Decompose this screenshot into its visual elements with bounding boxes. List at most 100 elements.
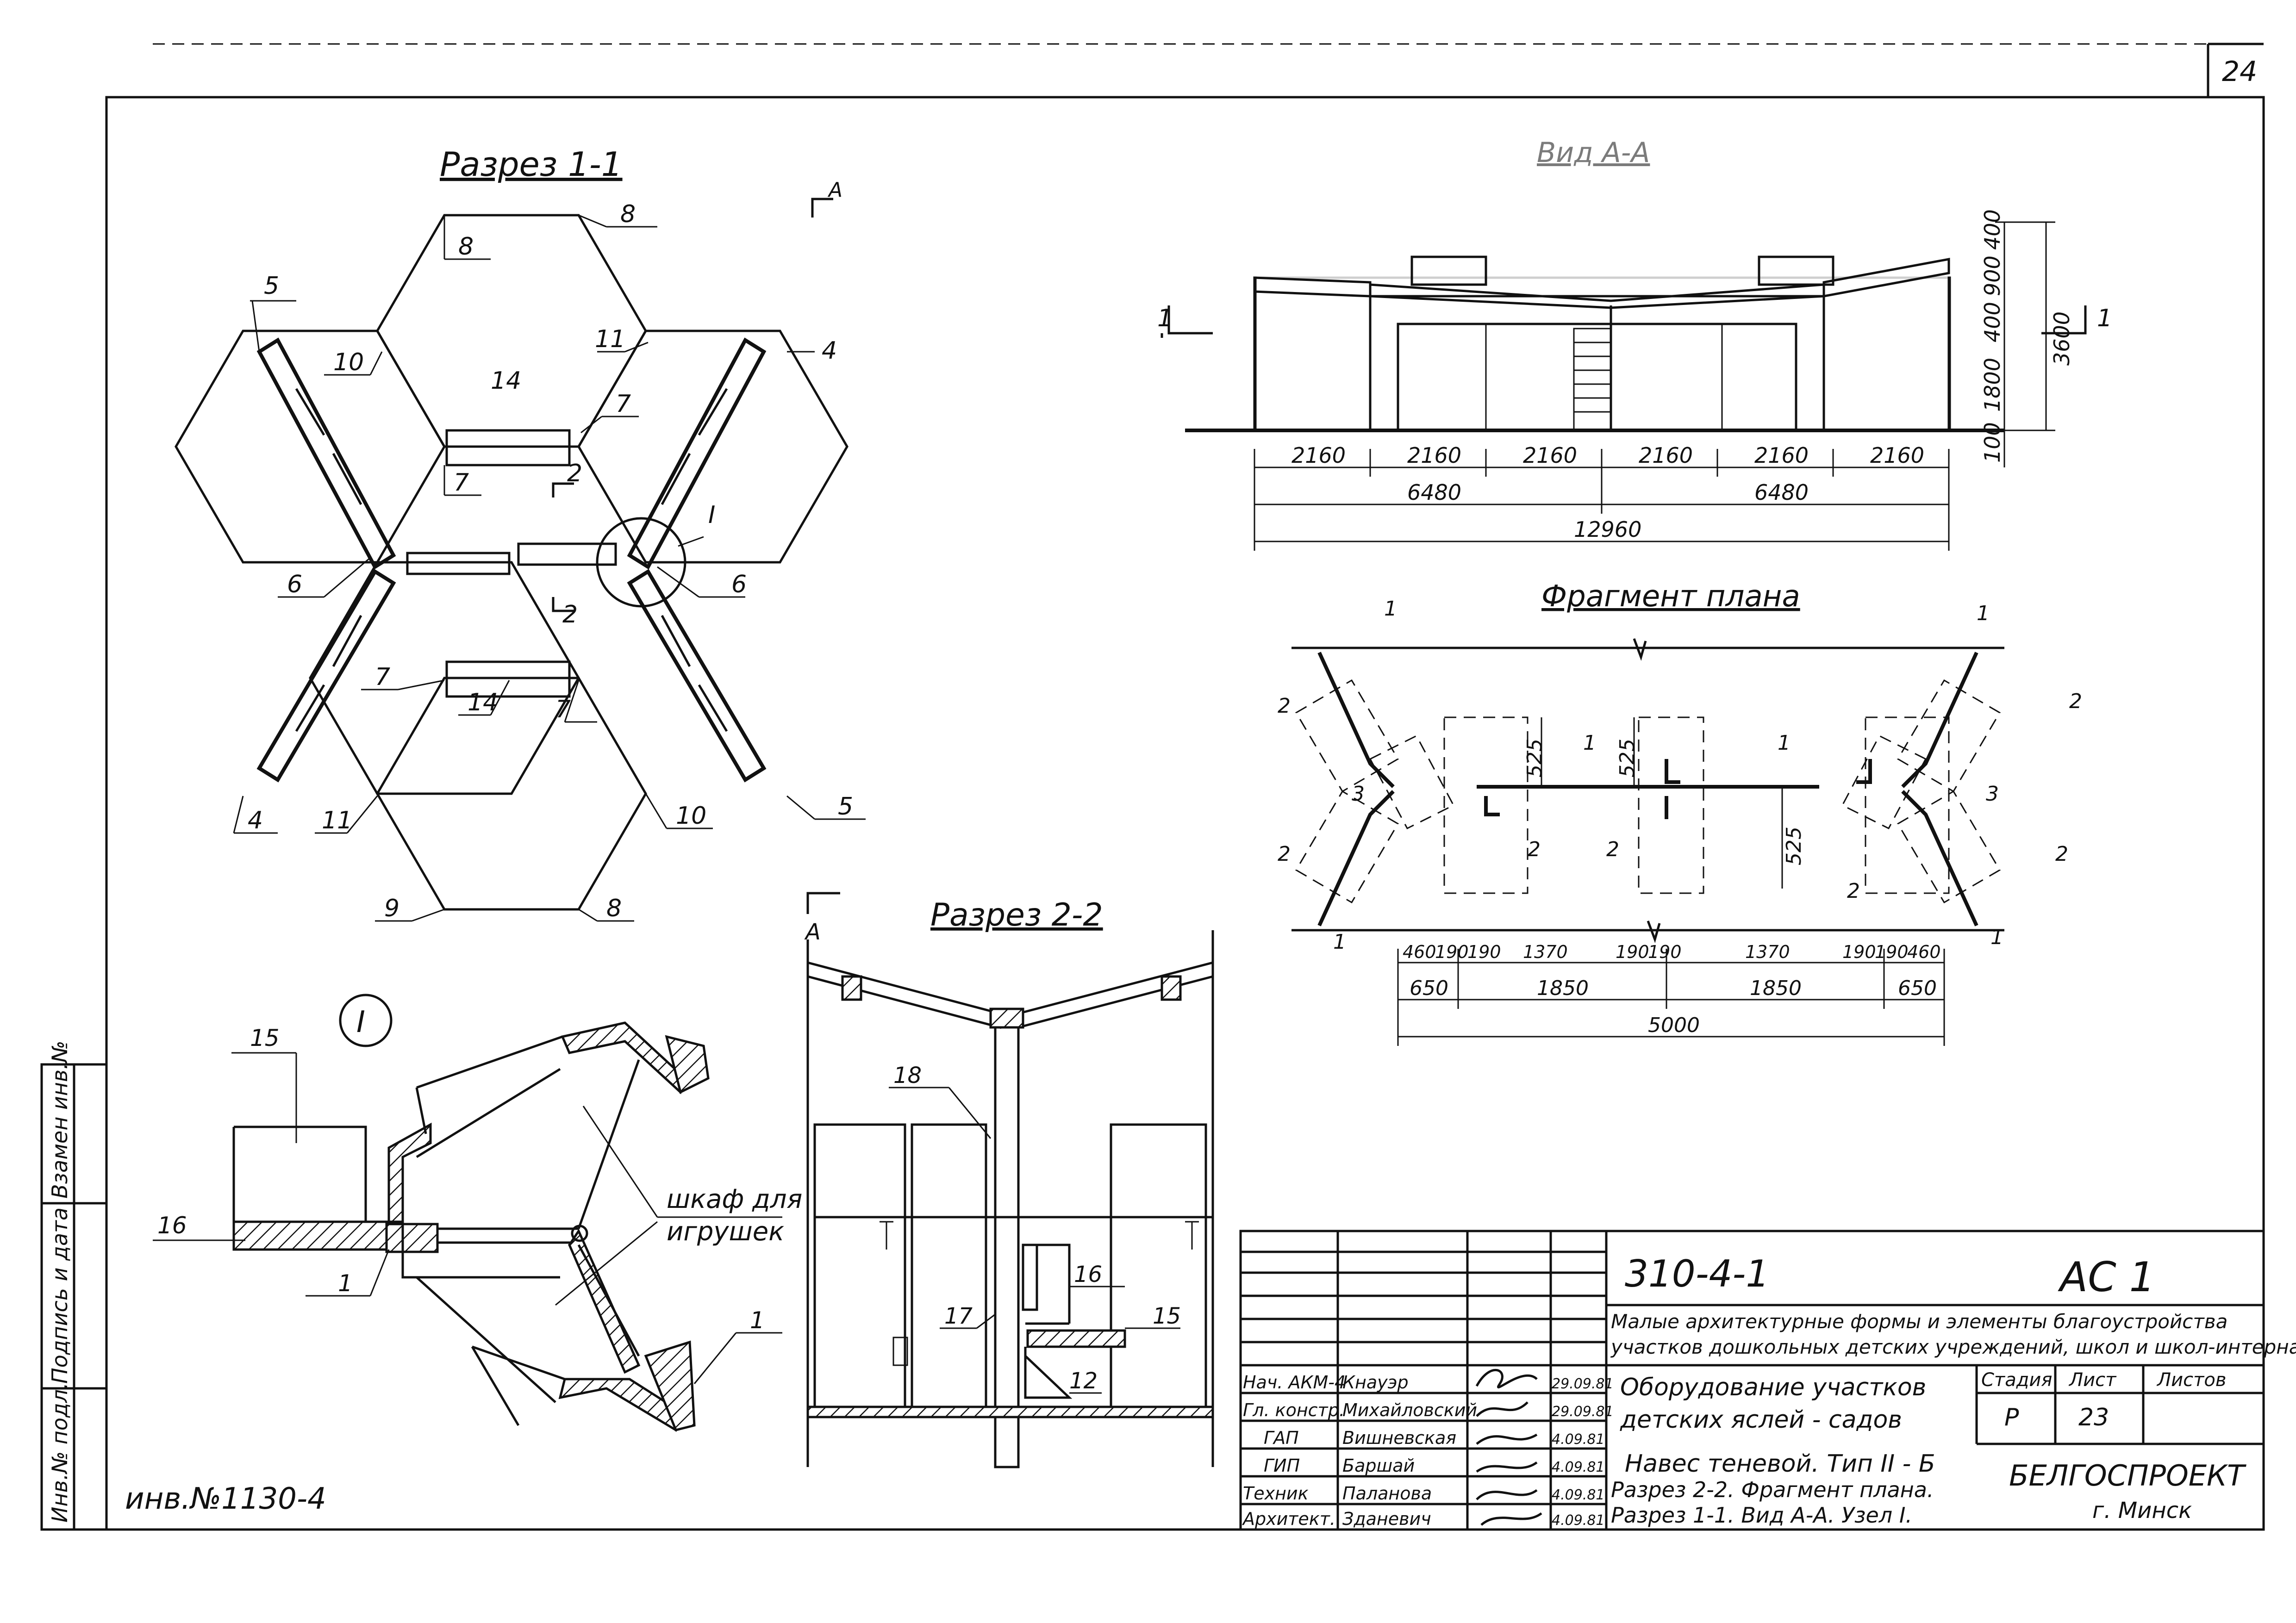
plan-label-1a: 1 <box>1384 597 1397 621</box>
plan-label-1c: 1 <box>1583 731 1596 755</box>
s11-label-2b: 2 <box>562 601 578 628</box>
view-aa-vdim-400b: 400 <box>1980 209 2005 250</box>
plan-label-2b: 2 <box>2069 690 2082 713</box>
tb-date-2: 4.09.81 <box>1552 1431 1605 1448</box>
s22-label-17: 17 <box>944 1303 973 1329</box>
s11-label-10b: 10 <box>676 802 706 830</box>
view-aa-mark-left: 1 <box>1157 305 1173 332</box>
tb-role-0: Нач. АКМ-4 <box>1243 1372 1346 1393</box>
plan-label-3b: 3 <box>1986 782 1999 806</box>
s11-label-node-I: I <box>708 501 715 529</box>
s11-label-7d: 7 <box>555 696 571 723</box>
plan-label-2a: 2 <box>1278 694 1291 718</box>
plan-label-1d: 1 <box>1778 731 1791 755</box>
side-label-sign: Подпись и дата <box>47 1207 72 1384</box>
s11-label-8a: 8 <box>458 233 474 261</box>
plan-dim-r1-1: 190 <box>1435 942 1469 962</box>
page-number: 24 <box>2222 56 2257 88</box>
section-1-1-title: Разрез 1-1 <box>440 145 623 184</box>
view-aa-mark-right: 1 <box>2097 305 2112 332</box>
view-aa-vdim-100: 100 <box>1980 422 2005 463</box>
section-2-2-view-mark: А <box>804 919 821 945</box>
view-aa-dim-mid-2: 6480 <box>1754 480 1809 505</box>
tb-city: г. Минск <box>2092 1498 2192 1524</box>
view-aa-dim-5: 2160 <box>1754 443 1809 468</box>
s11-label-7c: 7 <box>375 663 390 691</box>
signatures <box>1475 1369 1542 1526</box>
s22-label-15: 15 <box>1153 1303 1181 1329</box>
tb-series-line1: Малые архитектурные формы и элементы бла… <box>1611 1310 2227 1333</box>
plan-dim-r1-9: 460 <box>1907 942 1941 962</box>
s11-label-8b: 8 <box>620 200 636 228</box>
tb-stage-header: Стадия <box>1981 1369 2052 1391</box>
tb-series-line2: участков дошкольных детских учреждений, … <box>1610 1336 2296 1358</box>
tb-role-3: ГИП <box>1264 1455 1300 1476</box>
s11-label-14a: 14 <box>491 367 521 395</box>
view-aa-title: Вид А-А <box>1537 137 1650 169</box>
plan-dim-r1-7: 190 <box>1842 942 1876 962</box>
tb-code: 310-4-1 <box>1625 1252 1769 1295</box>
tb-mark: АС 1 <box>2058 1253 2155 1301</box>
view-aa-dim-mid-1: 6480 <box>1407 480 1461 505</box>
view-aa-vdim-1800: 1800 <box>1980 358 2005 412</box>
view-aa-dim-2: 2160 <box>1407 443 1461 468</box>
view-aa-dim-total: 12960 <box>1574 517 1641 542</box>
plan-dim-525b: 525 <box>1616 739 1639 777</box>
tb-object-line2: детских яслей - садов <box>1620 1406 1902 1434</box>
plan-dim-r2-2: 1850 <box>1750 976 1802 1000</box>
view-aa-dim-1: 2160 <box>1292 443 1346 468</box>
tb-name-3: Баршай <box>1342 1455 1415 1476</box>
tb-date-5: 4.09.81 <box>1552 1512 1605 1529</box>
tb-date-1: 29.09.81 <box>1552 1404 1614 1420</box>
section-2-2: А Разрез 2-2 <box>804 892 1214 1468</box>
tb-role-2: ГАП <box>1264 1428 1299 1448</box>
s22-label-12: 12 <box>1069 1368 1098 1394</box>
node-1-label-15: 15 <box>250 1025 280 1051</box>
plan-dim-r1-8: 190 <box>1875 942 1909 962</box>
plan-dim-r1-3: 1370 <box>1523 942 1568 962</box>
tb-sheet-line1: Навес теневой. Тип II - Б <box>1625 1450 1935 1478</box>
tb-name-4: Паланова <box>1342 1483 1432 1504</box>
plan-dim-r1-2: 190 <box>1467 942 1501 962</box>
section-1-1: Разрез 1-1 А <box>175 145 866 922</box>
view-aa-vdim-3600: 3600 <box>2049 311 2074 366</box>
plan-dim-r1-5: 190 <box>1648 942 1682 962</box>
view-aa-dim-3: 2160 <box>1523 443 1577 468</box>
view-aa-dim-6: 2160 <box>1870 443 1924 468</box>
s11-label-2a: 2 <box>567 460 582 487</box>
tb-date-0: 29.09.81 <box>1552 1376 1614 1392</box>
tb-name-5: Зданевич <box>1342 1509 1431 1529</box>
plan-dim-r2-3: 650 <box>1898 976 1937 1000</box>
plan-fragment-title: Фрагмент плана <box>1541 579 1800 614</box>
node-1-note-line1: шкаф для <box>667 1184 802 1214</box>
tb-date-4: 4.09.81 <box>1552 1487 1605 1503</box>
s11-label-6a: 6 <box>287 571 302 598</box>
s22-label-18: 18 <box>893 1063 922 1088</box>
node-1-label-1a: 1 <box>338 1270 353 1297</box>
plan-label-2c: 2 <box>1278 842 1291 866</box>
plan-dim-r1-6: 1370 <box>1745 942 1790 962</box>
tb-date-3: 4.09.81 <box>1552 1459 1605 1475</box>
tb-sheets-header: Листов <box>2156 1369 2226 1391</box>
tb-sheet-line2: Разрез 2-2. Фрагмент плана. <box>1611 1477 1934 1502</box>
view-aa-dim-4: 2160 <box>1639 443 1693 468</box>
title-block: 310-4-1 АС 1 Малые архитектурные формы и… <box>1239 1230 2296 1531</box>
plan-dim-r1-0: 460 <box>1403 942 1436 962</box>
tb-stage-value: Р <box>2004 1404 2019 1431</box>
tb-name-2: Вишневская <box>1342 1428 1456 1448</box>
plan-label-1e: 1 <box>1333 930 1346 954</box>
s11-label-14b: 14 <box>468 689 498 716</box>
plan-dim-total: 5000 <box>1648 1014 1700 1037</box>
s11-label-11b: 11 <box>322 807 352 834</box>
view-a-a: Вид А-А 1 1 <box>1157 137 2112 551</box>
plan-label-2f: 2 <box>1847 879 1860 903</box>
plan-dim-525c: 525 <box>1782 827 1806 865</box>
s11-label-7b: 7 <box>454 469 469 497</box>
s22-label-16: 16 <box>1074 1262 1102 1287</box>
s11-label-11a: 11 <box>595 325 625 353</box>
tb-sheet-line3: Разрез 1-1. Вид А-А. Узел I. <box>1611 1503 1912 1528</box>
side-label-inv: Инв.№ подл. <box>47 1382 72 1523</box>
node-1-note-line2: игрушек <box>667 1217 784 1247</box>
section-2-2-title: Разрез 2-2 <box>930 897 1103 933</box>
